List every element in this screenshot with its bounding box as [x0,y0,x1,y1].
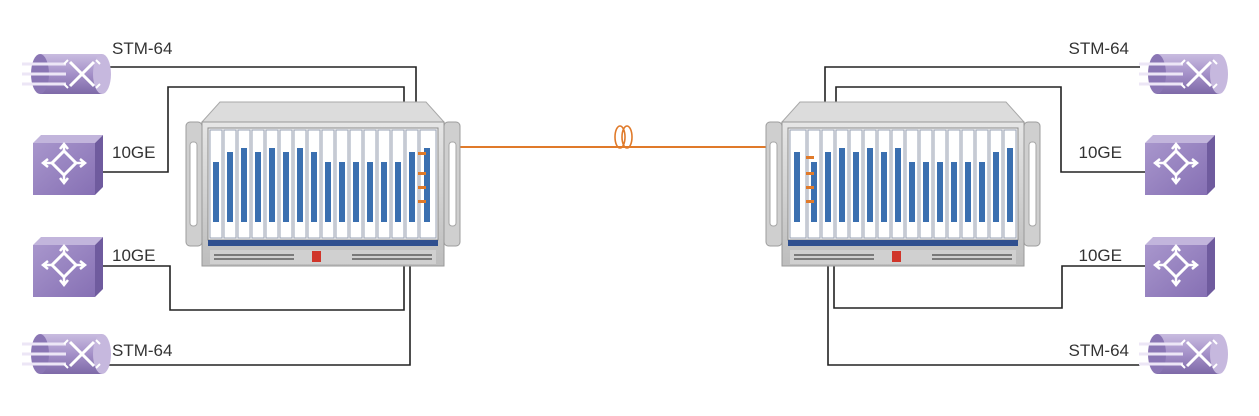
right-ge-bottom-link [833,194,1145,309]
left-equipment-chassis-icon [185,101,461,267]
label-right-ge-bottom: 10GE [1079,246,1122,265]
label-left-stm-top: STM-64 [112,39,172,58]
left-ge-bottom-ethernet-switch-icon [31,235,105,299]
label-right-ge-top: 10GE [1079,143,1122,162]
label-right-stm-top: STM-64 [1069,39,1129,58]
label-left-ge-top: 10GE [112,143,155,162]
fiber-coil-icon [614,125,633,149]
right-stm-bottom-sdh-router-icon [1137,332,1230,376]
right-chassis-cards [789,129,1017,239]
right-ge-bottom-ethernet-switch-icon [1143,235,1217,299]
right-ge-top-ethernet-switch-icon [1143,133,1217,197]
right-stm-top-sdh-router-icon [1137,52,1230,96]
left-stm-bottom-sdh-router-icon [20,332,113,376]
left-ge-top-ethernet-switch-icon [31,133,105,197]
label-right-stm-bottom: STM-64 [1069,341,1129,360]
left-ge-bottom-link [96,186,405,311]
label-left-stm-bottom: STM-64 [112,341,172,360]
right-equipment-chassis-icon [765,101,1041,267]
fiber-link [426,125,825,149]
label-left-ge-bottom: 10GE [112,246,155,265]
left-chassis-cards [209,129,437,239]
left-stm-top-sdh-router-icon [20,52,113,96]
